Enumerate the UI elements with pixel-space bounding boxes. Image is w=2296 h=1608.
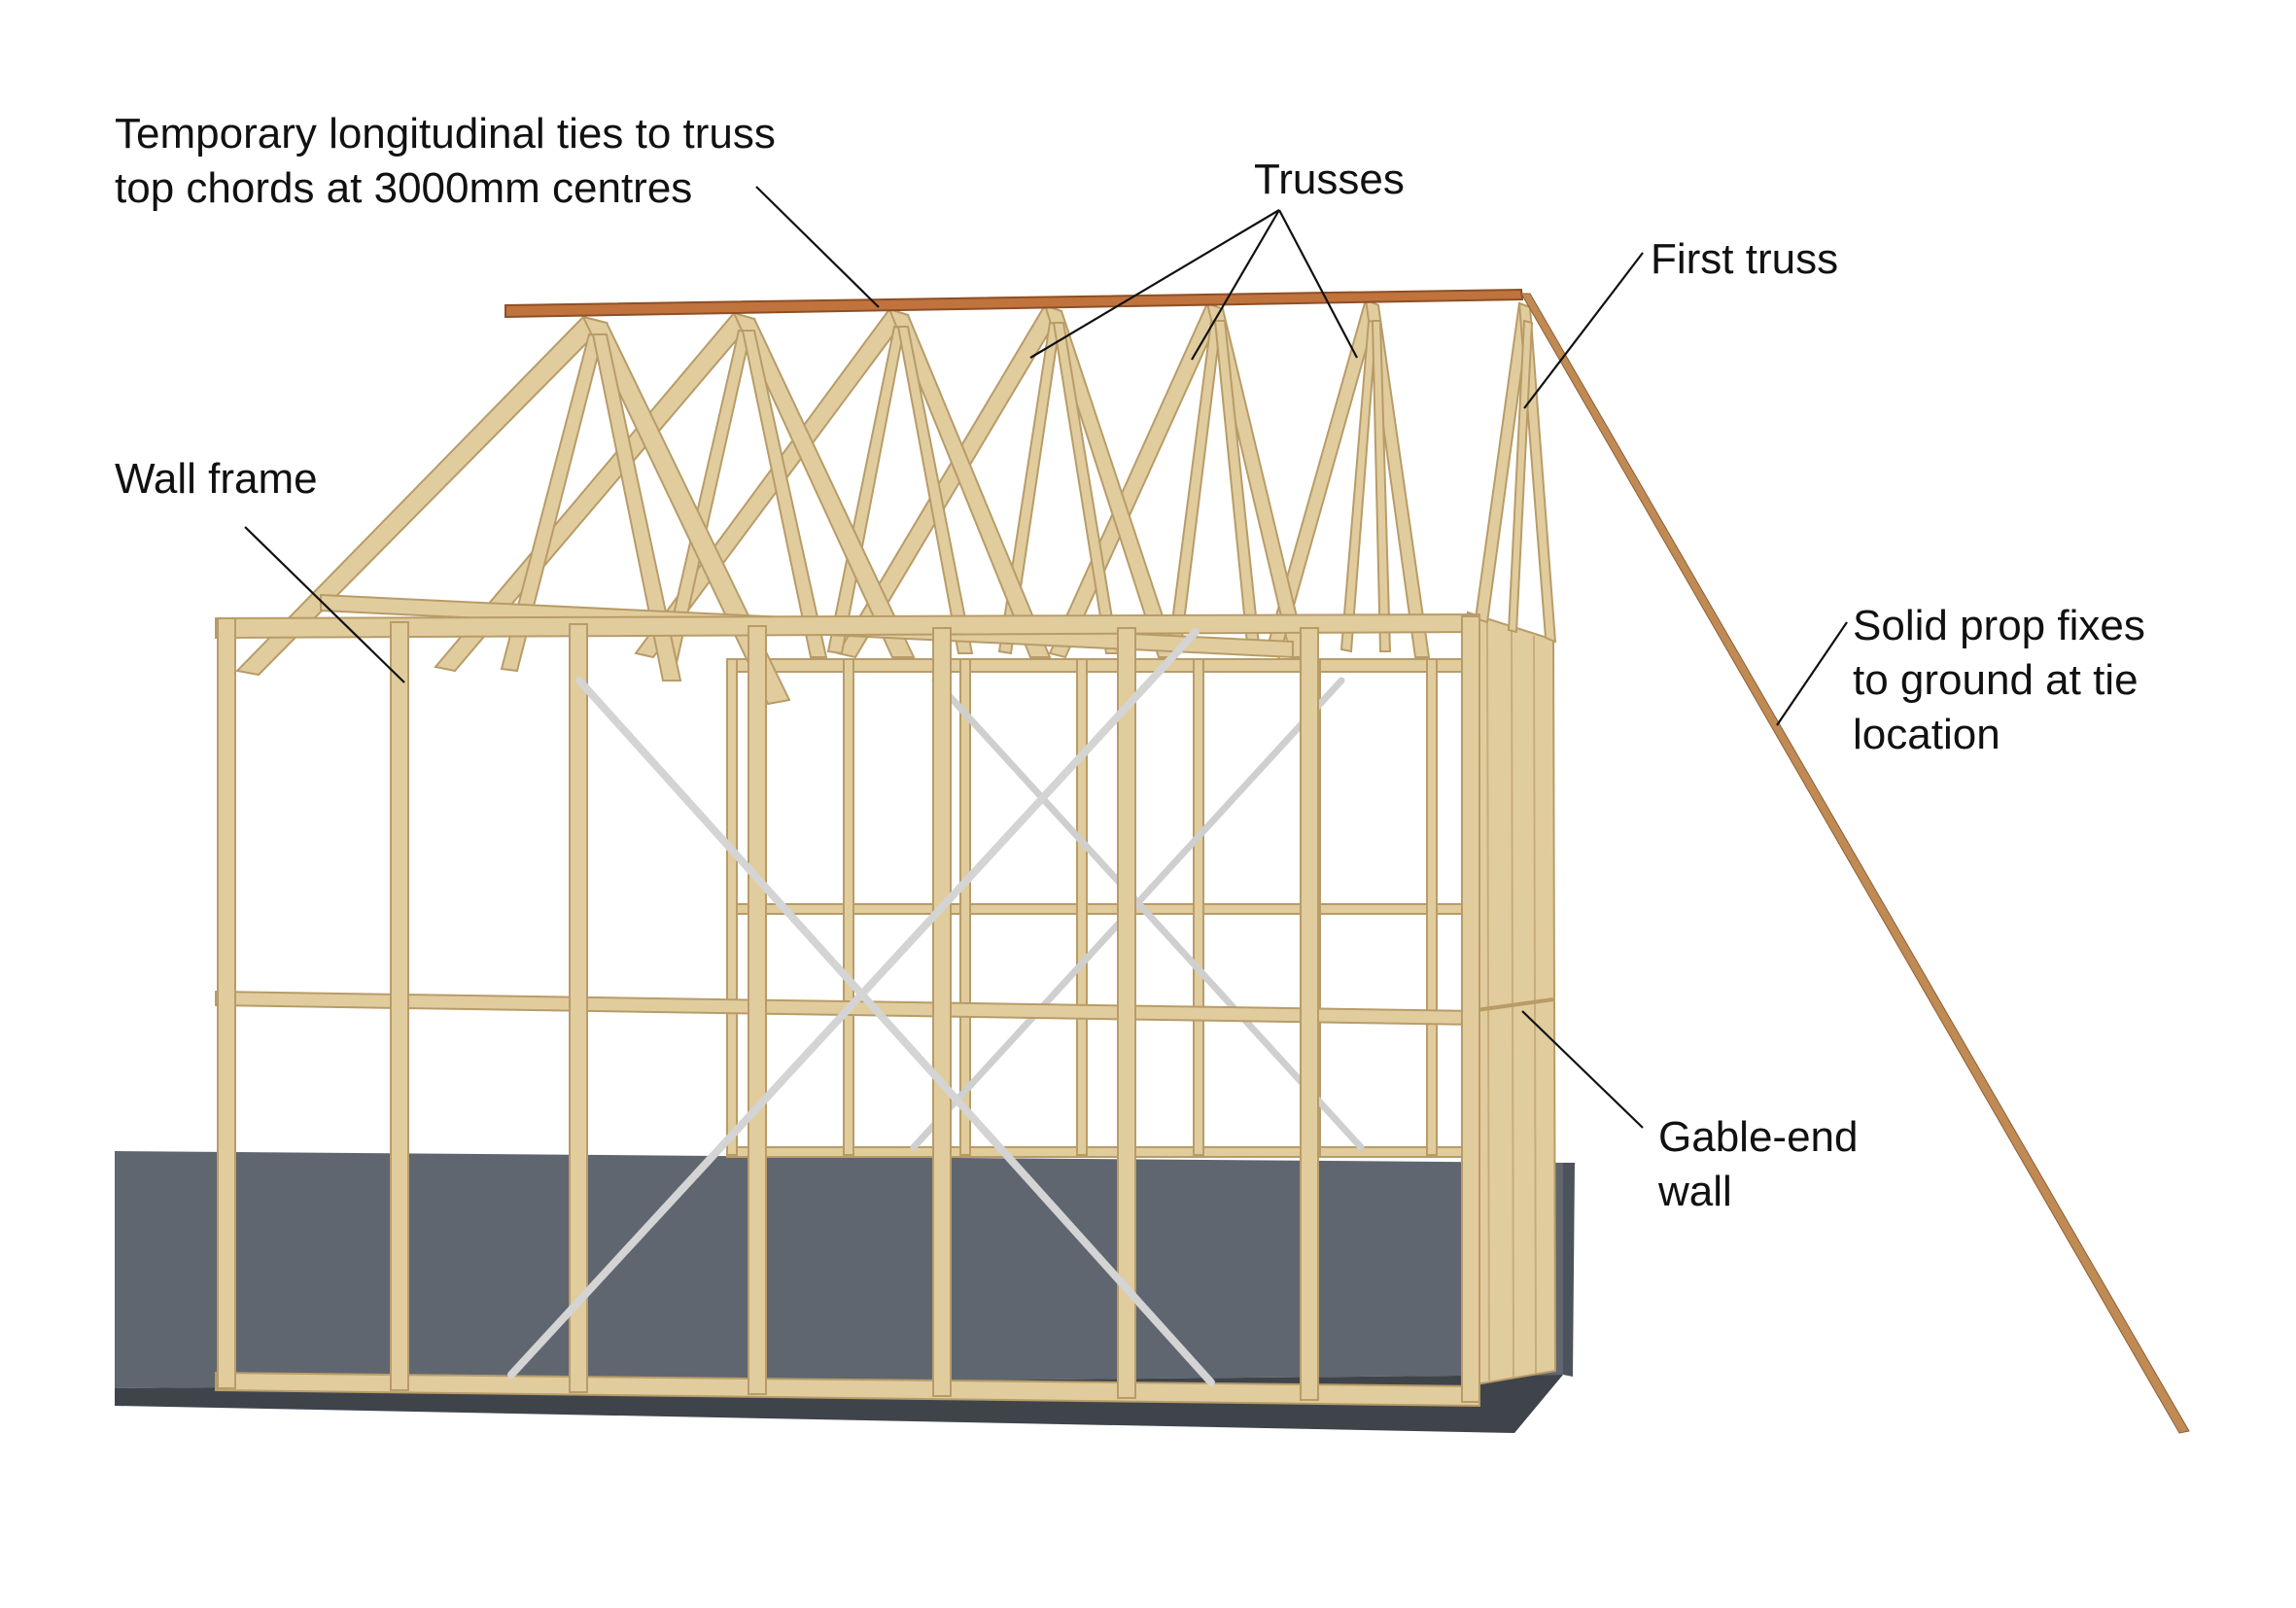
front-wall-stud [217,617,236,1389]
roof-trusses [234,297,1557,706]
gable-end-stud [1533,635,1537,1374]
leader-solid-prop [1776,621,1848,726]
front-wall-stud [1300,627,1319,1401]
front-wall-cross-brace [507,628,1200,1379]
truss-rafter [581,315,791,706]
front-wall-cross-brace [575,677,1215,1386]
back-wall-stud [726,658,738,1156]
back-wall-nogging [726,903,1477,915]
label-solid-prop: Solid prop fixes to ground at tie locati… [1853,599,2145,762]
back-wall-stud [1426,658,1438,1156]
leader-trusses [1191,209,1280,361]
label-trusses: Trusses [1254,153,1405,207]
leader-wall-frame [244,526,405,683]
gable-end-wall [1466,611,1557,1387]
truss-rafter [732,311,916,658]
front-wall-stud [932,627,952,1397]
truss-rafter [887,307,1052,658]
label-wall-frame: Wall frame [115,452,318,507]
front-wall-stud [569,623,588,1393]
prop-timber [1520,293,2190,1434]
slab-top [115,1151,1565,1388]
front-wall-bottom-plate [215,1371,1480,1408]
front-wall-stud [390,621,409,1391]
tie-timber [504,288,1524,319]
temporary-tie [504,288,1524,319]
leader-gable-end [1521,1010,1644,1129]
truss-web [1371,320,1392,652]
front-wall-stud [1117,627,1136,1399]
slab-right-side [1563,1163,1575,1377]
label-line: Solid prop fixes [1853,602,2145,649]
leader-first-truss [1523,252,1644,409]
back-wall-top-plate [726,658,1477,673]
leader-trusses [1278,209,1358,359]
label-line: Trusses [1254,156,1405,203]
back-wall-stud [959,658,971,1156]
front-wall-frame [215,612,1480,1408]
leader-trusses [1029,209,1280,359]
label-line: Temporary longitudinal ties to truss [115,110,776,157]
label-line: location [1853,711,2000,758]
truss-web [896,326,974,654]
label-gable-end-wall: Gable-end wall [1658,1110,1858,1219]
label-line: Wall frame [115,455,318,503]
leader-lines [244,186,1848,1129]
back-wall-frame [726,658,1477,1158]
front-wall-stud [1461,615,1480,1403]
gable-end-stud [1486,621,1490,1381]
label-first-truss: First truss [1651,232,1838,287]
front-wall-bracing [507,628,1215,1386]
label-line: Gable-end [1658,1113,1859,1161]
label-line: to ground at tie [1853,656,2139,704]
back-wall-stud [1193,658,1204,1156]
truss-web [591,333,682,682]
truss-web [1507,319,1534,634]
label-line: First truss [1651,235,1839,283]
back-wall-cross-brace [931,677,1365,1151]
label-line: wall [1658,1168,1732,1215]
label-line: top chords at 3000mm centres [115,164,693,212]
gable-end-nogging [1469,997,1554,1013]
truss-web [741,330,828,658]
leader-ties [755,186,880,308]
back-wall-stud [843,658,854,1156]
front-wall-stud [748,625,767,1395]
back-wall-stud [1076,658,1088,1156]
solid-prop [1520,293,2190,1434]
label-temporary-ties: Temporary longitudinal ties to truss top… [115,107,776,216]
